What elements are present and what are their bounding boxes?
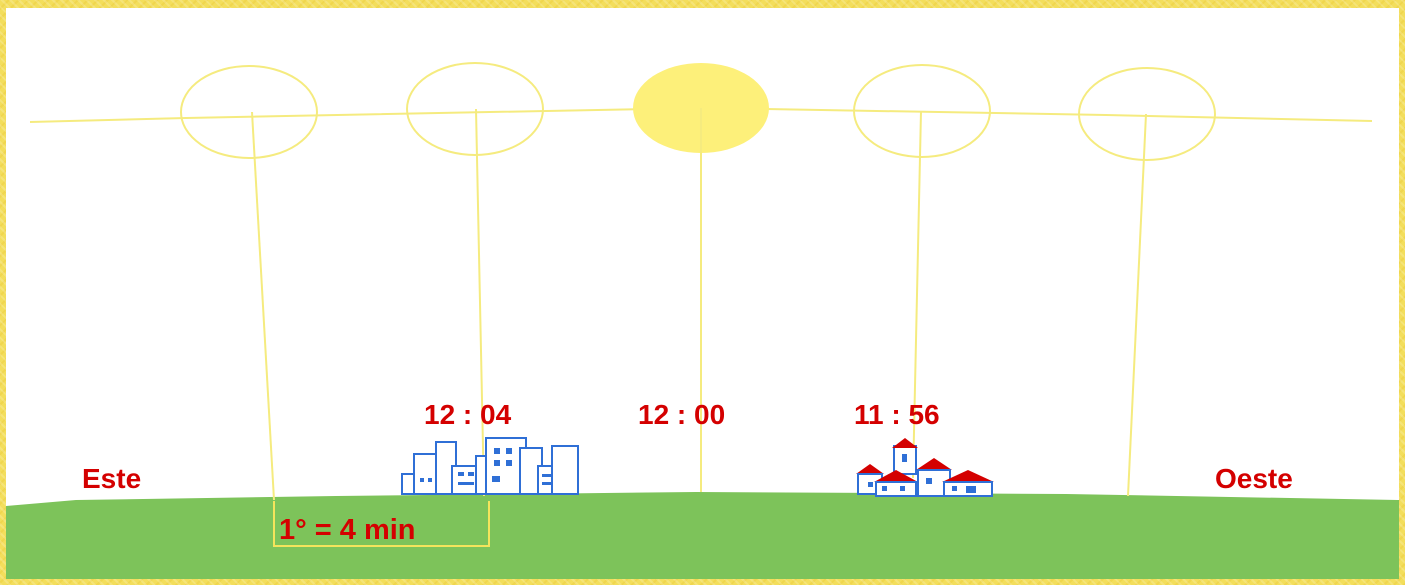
sun-time-diagram	[6, 8, 1399, 579]
city-buildings-icon	[402, 438, 578, 494]
diagram-panel: Este Oeste 12 : 04 12 : 00 11 : 56 1° = …	[6, 8, 1399, 579]
ray-line-5	[1128, 114, 1146, 496]
sun-outline-2	[407, 63, 543, 155]
ray-line-2	[476, 109, 484, 496]
time-label-village: 11 : 56	[854, 400, 940, 430]
ground	[6, 492, 1399, 579]
time-label-city: 12 : 04	[424, 400, 511, 430]
west-label: Oeste	[1215, 464, 1293, 494]
scale-note: 1° = 4 min	[279, 515, 416, 545]
sun-outline-1	[181, 66, 317, 158]
east-label: Este	[82, 464, 141, 494]
village-houses-icon	[856, 438, 994, 496]
time-label-noon: 12 : 00	[638, 400, 725, 430]
ray-line-1	[252, 112, 274, 500]
